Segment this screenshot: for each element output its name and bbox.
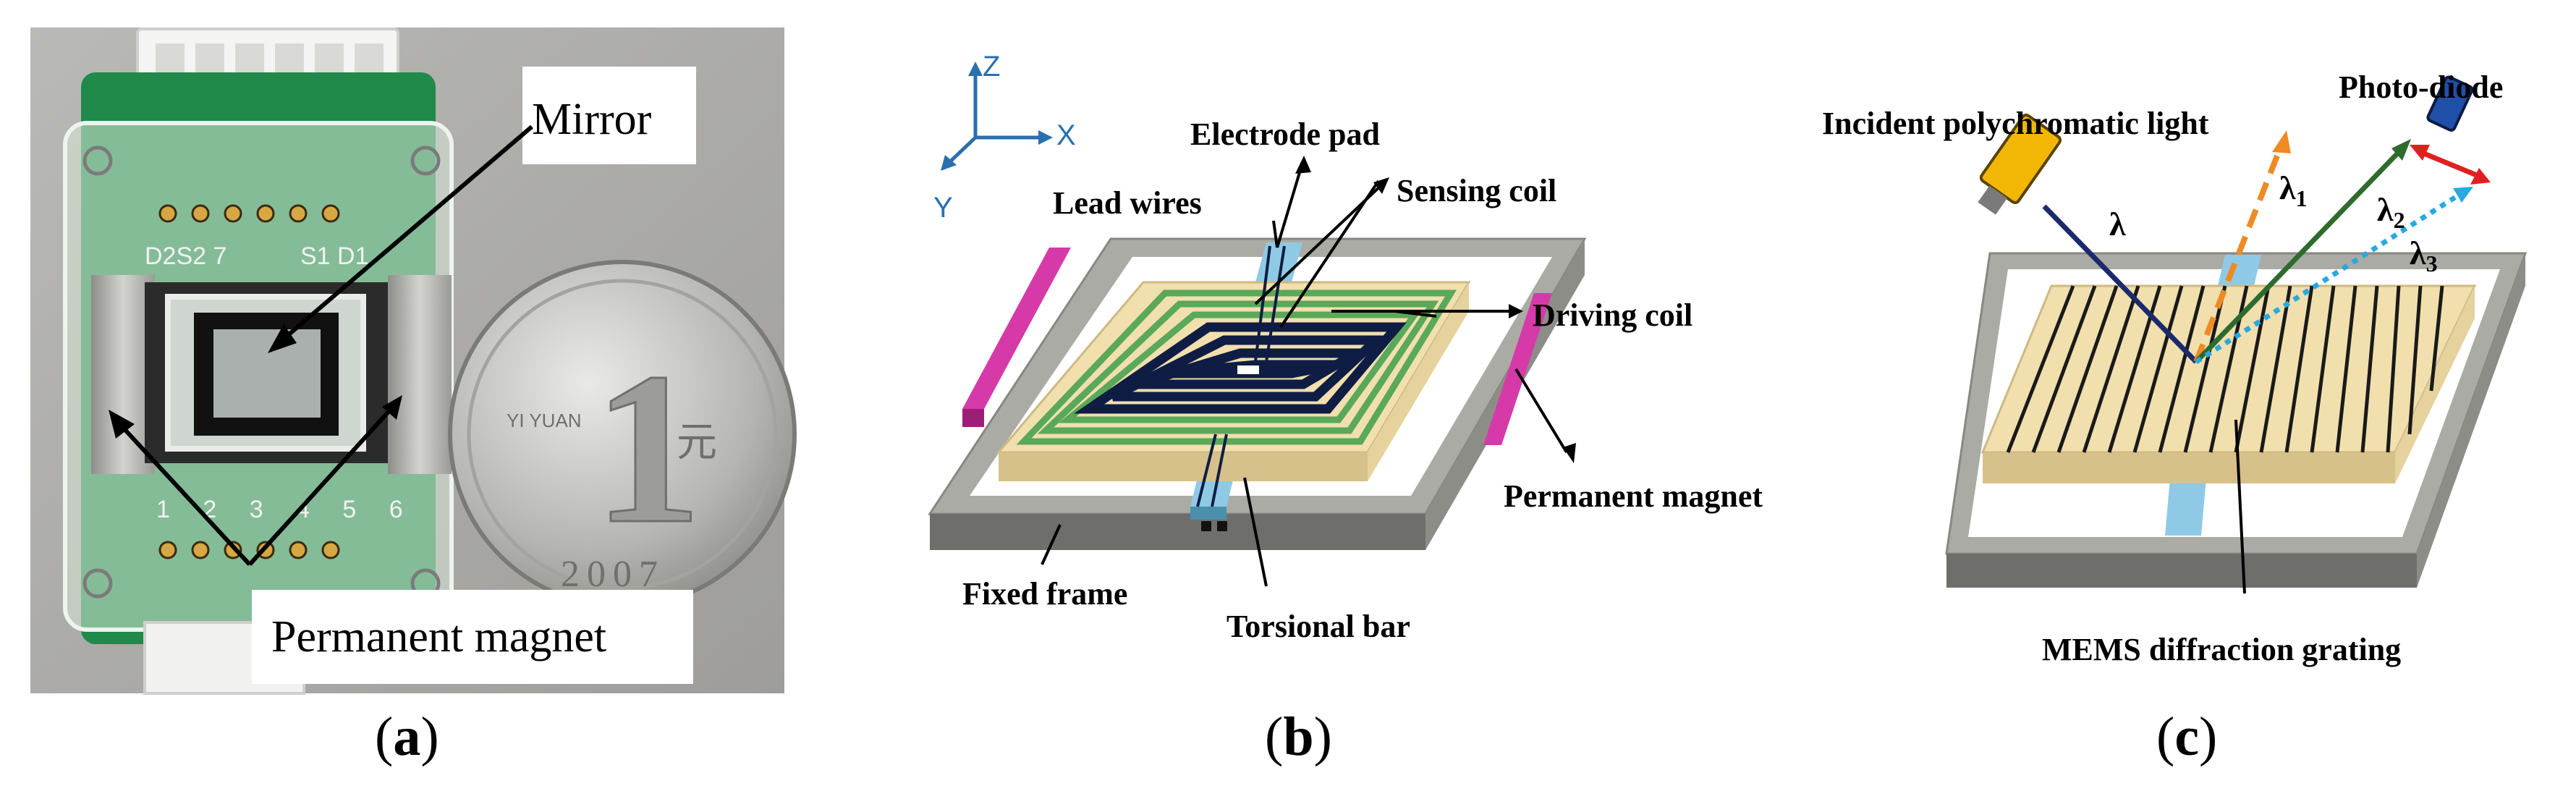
board-pin-numbers: 1 2 3 4 5 6: [156, 496, 416, 523]
label-incident-light: Incident polychromatic light: [1822, 106, 2209, 141]
label-permanent-magnet: Permanent magnet: [271, 612, 606, 661]
caption-b: (b): [1265, 706, 1332, 767]
grating-schematic: Incident polychromatic light Photo-diode…: [1822, 69, 2528, 667]
label-lambda: λ: [2109, 206, 2126, 242]
label-fixed-frame: Fixed frame: [962, 576, 1127, 612]
label-lambda1: λ1: [2279, 169, 2308, 211]
caption-c: (c): [2156, 706, 2218, 767]
panel-c-grating: Incident polychromatic light Photo-diode…: [1802, 0, 2576, 799]
arrow-magnet-left: [114, 418, 252, 567]
label-electrode-pad: Electrode pad: [1190, 117, 1380, 152]
sensing-coil: [1074, 322, 1407, 414]
light-source-icon: [1978, 114, 2062, 215]
torsional-bar: [2165, 470, 2207, 536]
coin-year: 2007: [561, 554, 665, 595]
magnet-right: [388, 275, 452, 474]
lead-wires: [1196, 245, 1286, 507]
incident-beam: [2042, 204, 2198, 364]
coin-value: 1: [593, 328, 702, 568]
label-lead-wires: Lead wires: [1053, 185, 1202, 221]
arrow-magnet-right: [247, 403, 397, 567]
magnet-label-box: [252, 590, 693, 684]
axis-x: X: [1056, 119, 1076, 151]
label-torsional-bar: Torsional bar: [1226, 609, 1410, 644]
label-grating: MEMS diffraction grating: [2042, 632, 2401, 667]
label-driving-coil: Driving coil: [1533, 297, 1692, 333]
panel-b-schematic: Z X Y: [861, 0, 1780, 799]
label-mirror: Mirror: [532, 95, 652, 144]
photo-illustration: D2S2 7 S1 D1 1 2 3 4 5 6 1 元 YI YUAN 200…: [30, 28, 797, 695]
caption-a: (a): [375, 706, 439, 767]
photo-diode-icon: [2426, 75, 2474, 132]
arrow-mirror: [281, 124, 533, 342]
scan-arrow: [2415, 148, 2483, 180]
label-permanent-magnet: Permanent magnet: [1504, 478, 1763, 514]
magnet-left: [962, 248, 1071, 409]
coin-yuan: YI YUAN: [507, 410, 582, 431]
board-text-right: S1 D1: [300, 242, 369, 270]
beam-lambda2: [2194, 146, 2405, 364]
beam-lambda1: [2193, 140, 2286, 363]
label-photo-diode: Photo-diode: [2339, 69, 2503, 105]
driving-coil: [1016, 289, 1457, 445]
label-lambda3: λ3: [2410, 234, 2438, 276]
magnet-right: [1483, 293, 1552, 445]
mirror-label-box: [522, 67, 696, 164]
board-text-left: D2S2 7: [145, 242, 226, 270]
fixed-frame-front: [930, 514, 1425, 550]
axis-z: Z: [983, 51, 1000, 83]
mirror-surface: [213, 329, 321, 418]
axis-y: Y: [933, 192, 953, 224]
grating-lines: [2006, 285, 2444, 453]
magnet-left: [91, 275, 155, 474]
mirror-schematic: Z X Y: [928, 51, 1763, 644]
coin-unit: 元: [677, 419, 717, 466]
panel-a-photo: D2S2 7 S1 D1 1 2 3 4 5 6 1 元 YI YUAN 200…: [0, 0, 825, 799]
label-lambda2: λ2: [2377, 191, 2405, 233]
label-sensing-coil: Sensing coil: [1397, 173, 1556, 208]
